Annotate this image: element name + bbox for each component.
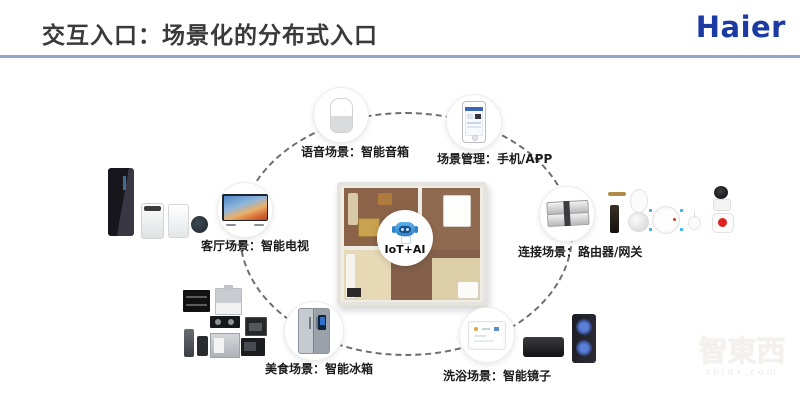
haier-logo: Haier xyxy=(695,10,786,44)
water-purifier-icon xyxy=(184,329,194,357)
smart-home-floorplan xyxy=(337,182,487,306)
smartphone-icon xyxy=(462,101,486,143)
security-camera-icon xyxy=(713,186,731,211)
food-scene-label: 美食场景：智能冰箱 xyxy=(265,362,374,376)
kettle-icon xyxy=(197,336,208,356)
sos-button-icon xyxy=(712,213,734,233)
voice-scene-node xyxy=(313,87,369,143)
robot-vacuum-icon xyxy=(191,216,208,233)
kitchen-stove xyxy=(346,288,361,298)
smart-mirror-icon xyxy=(468,320,506,350)
smart-door-lock-icon xyxy=(610,205,619,233)
bed-furniture xyxy=(443,195,471,228)
sofa-furniture xyxy=(348,192,359,226)
connection-scene-node xyxy=(539,186,595,242)
living-room-scene-node xyxy=(217,182,273,238)
smart-speaker-icon xyxy=(329,97,353,133)
air-purifier-icon xyxy=(168,204,189,238)
connection-scene-label: 连接场景：路由器/网关 xyxy=(518,245,643,259)
iot-ai-label: IoT+AI xyxy=(384,243,426,256)
built-in-oven-icon xyxy=(245,317,267,336)
router-icon xyxy=(546,199,590,228)
ai-robot-icon xyxy=(392,220,418,244)
scene-management-label: 场景管理：手机/APP xyxy=(437,152,553,166)
header-divider xyxy=(0,55,800,58)
motion-sensor-icon xyxy=(628,212,649,232)
kitchen-counter xyxy=(345,253,356,300)
door-window-sensor-icon xyxy=(630,189,648,213)
smart-fridge-icon xyxy=(298,308,330,354)
page-title: 交互入口：场景化的分布式入口 xyxy=(42,23,378,49)
smoke-detector-icon xyxy=(649,206,683,234)
range-hood-icon xyxy=(215,285,242,315)
voice-scene-label: 语音场景：智能音箱 xyxy=(301,145,410,159)
zhidx-watermark: 智東西 zhidx.com xyxy=(686,334,798,378)
door-handle-icon xyxy=(608,192,626,196)
smart-tv-icon xyxy=(222,194,268,226)
microwave-icon xyxy=(241,338,265,356)
watermark-site-text: zhidx.com xyxy=(705,367,779,378)
pendant-sensor-icon xyxy=(688,211,701,230)
armchair-furniture xyxy=(377,192,393,205)
floor-air-conditioner-icon xyxy=(572,314,596,363)
wall-air-conditioner-icon xyxy=(523,337,564,357)
bath-scene-node xyxy=(459,307,515,363)
iot-ai-hub-node: IoT+AI xyxy=(377,210,433,266)
portable-air-conditioner-icon xyxy=(141,203,164,239)
bathtub xyxy=(457,281,480,300)
column-air-conditioner-icon xyxy=(108,168,134,236)
food-scene-node xyxy=(284,301,344,361)
sink-cabinet-icon xyxy=(210,333,240,358)
watermark-logo-text: 智東西 xyxy=(698,334,786,368)
bath-scene-label: 洗浴场景：智能镜子 xyxy=(443,369,552,383)
scene-management-node xyxy=(446,94,502,150)
living-room-scene-label: 客厅场景：智能电视 xyxy=(201,239,310,253)
gas-cooktop-icon xyxy=(210,316,240,328)
disinfection-cabinet-icon xyxy=(183,290,210,312)
